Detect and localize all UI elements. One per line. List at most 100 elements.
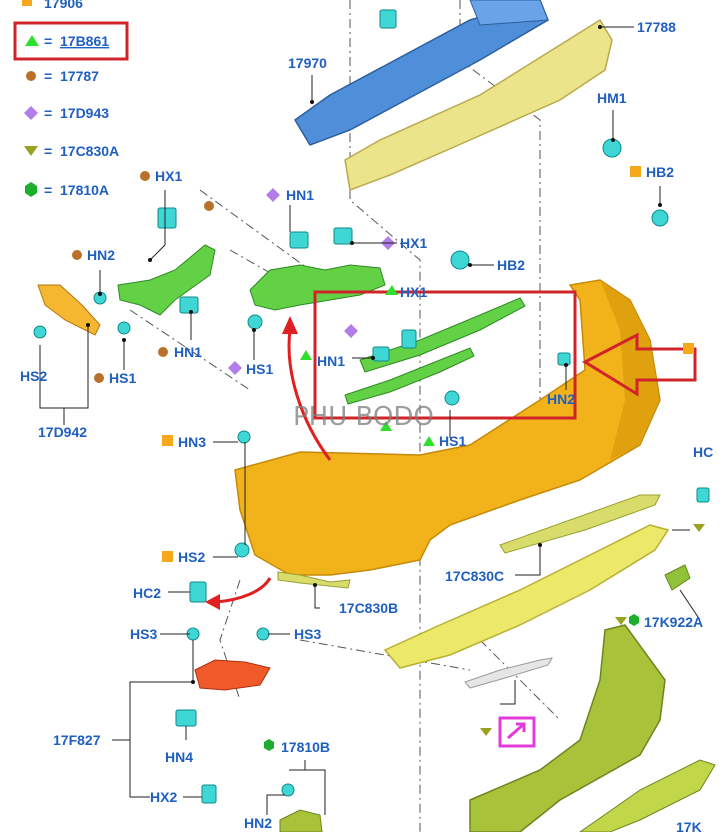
- hexagon-green-icon: [25, 182, 37, 197]
- rear-diffuser: [469, 624, 666, 832]
- triangle-green-icon: [380, 421, 392, 431]
- callout-hx1: HX1: [155, 168, 182, 184]
- square-orange-icon: [162, 551, 173, 562]
- watermark-text: PHU BODO: [293, 402, 434, 432]
- install-direction-arrow-left: [287, 329, 332, 461]
- callout-17k-cut: 17K: [676, 819, 702, 832]
- diamond-violet-icon: [344, 324, 358, 338]
- legend-part-17c830a: 17C830A: [60, 143, 119, 159]
- callout-hx1: HX1: [400, 284, 427, 300]
- callout-17810b: 17810B: [281, 739, 330, 755]
- hexagon-green-icon: [629, 614, 639, 626]
- clip-icon: [696, 487, 710, 503]
- legend-label-17906: 17906: [44, 0, 83, 11]
- clip-icon: [651, 209, 669, 227]
- clip-icon: [379, 9, 397, 29]
- legend-part-17b861: 17B861: [60, 33, 109, 49]
- arrow-head-icon: [282, 316, 298, 334]
- triangle-olive-icon: [693, 524, 705, 532]
- callout-hs2: HS2: [178, 549, 205, 565]
- legend: 17906 = = 17B861 = 17787 = 17D943 = 17C8…: [22, 0, 119, 198]
- callout-hn2: HN2: [87, 247, 115, 263]
- circle-brown-icon: [72, 250, 82, 260]
- callout-17788: 17788: [637, 19, 676, 35]
- legend-eq: =: [44, 68, 52, 84]
- diamond-violet-icon: [24, 106, 38, 120]
- left-corner-bracket: [37, 284, 101, 336]
- clip-icon: [401, 329, 417, 349]
- left-bumper-bracket: [117, 244, 216, 316]
- circle-brown-icon: [204, 201, 214, 211]
- legend-eq: =: [44, 143, 52, 159]
- circle-brown-icon: [158, 347, 168, 357]
- legend-part-17d943: 17D943: [60, 105, 109, 121]
- callout-hx2: HX2: [150, 789, 177, 805]
- callout-17f827: 17F827: [53, 732, 101, 748]
- square-orange-icon: [630, 166, 641, 177]
- side-trim-bottom-right: [579, 759, 716, 832]
- callout-hs3: HS3: [130, 626, 157, 642]
- rear-fog-lamp: [194, 659, 271, 691]
- clip-icon: [201, 784, 217, 804]
- callout-hn4: HN4: [165, 749, 193, 765]
- circle-brown-icon: [94, 373, 104, 383]
- clip-icon: [333, 227, 353, 245]
- clip-icon: [237, 430, 251, 444]
- bumper-guide-strip-upper: [359, 297, 526, 373]
- left-lower-bracket-17810b: [279, 809, 323, 832]
- center-bumper-bracket: [249, 264, 386, 311]
- callout-hs1: HS1: [439, 433, 466, 449]
- legend-highlight-box: [13, 21, 129, 61]
- square-orange-icon: [22, 0, 32, 6]
- bumper-guide-strip-lower: [344, 347, 475, 405]
- clip-icon: [281, 783, 295, 797]
- energy-absorber: [344, 18, 613, 192]
- clip-icon: [189, 581, 207, 603]
- legend-eq: =: [44, 33, 52, 49]
- clip-icon: [372, 346, 390, 362]
- install-direction-arrow-bottom: [215, 577, 272, 604]
- callout-labels: 17970 17788 HM1 HB2 HB2 HX1 HN1 HX1 HX1 …: [20, 19, 713, 832]
- callout-hn1: HN1: [286, 187, 314, 203]
- legend-eq: =: [44, 105, 52, 121]
- triangle-olive-icon: [615, 617, 627, 625]
- lower-valance: [383, 524, 670, 669]
- clip-icon: [179, 296, 199, 314]
- diamond-violet-icon: [228, 361, 242, 375]
- triangle-green-icon: [25, 35, 39, 46]
- callout-hs3: HS3: [294, 626, 321, 642]
- callout-hb2: HB2: [646, 164, 674, 180]
- callout-hs2: HS2: [20, 368, 47, 384]
- magenta-arrow-icon: [507, 722, 526, 740]
- callout-hc: HC: [693, 444, 713, 460]
- callout-17c830c: 17C830C: [445, 568, 504, 584]
- clip-icon: [33, 325, 47, 339]
- triangle-olive-icon: [24, 146, 38, 156]
- callout-hs1: HS1: [246, 361, 273, 377]
- triangle-olive-icon: [480, 728, 492, 736]
- clip-icon: [234, 542, 250, 558]
- clip-icon: [247, 314, 263, 330]
- clip-icon: [175, 709, 197, 727]
- callout-hn3: HN3: [178, 434, 206, 450]
- bumper-cover-shade: [600, 280, 660, 460]
- magenta-reference-box-icon: [498, 716, 536, 748]
- callout-hc2: HC2: [133, 585, 161, 601]
- clip-icon: [117, 321, 131, 335]
- callout-hn1: HN1: [174, 344, 202, 360]
- callout-17970: 17970: [288, 55, 327, 71]
- callout-hx1: HX1: [400, 235, 427, 251]
- circle-brown-icon: [26, 71, 36, 81]
- reinforcement-beam-top-bracket: [469, 0, 549, 26]
- square-orange-icon: [162, 435, 173, 446]
- legend-eq: =: [44, 182, 52, 198]
- lower-trim-strip-17c830c: [499, 494, 661, 554]
- chrome-trim-piece: [464, 657, 553, 689]
- callout-17k922a: 17K922A: [644, 614, 703, 630]
- triangle-green-icon: [385, 285, 398, 295]
- triangle-green-icon: [300, 350, 312, 360]
- pointer-arrow-icon: [581, 332, 697, 397]
- clip-icon: [450, 250, 470, 270]
